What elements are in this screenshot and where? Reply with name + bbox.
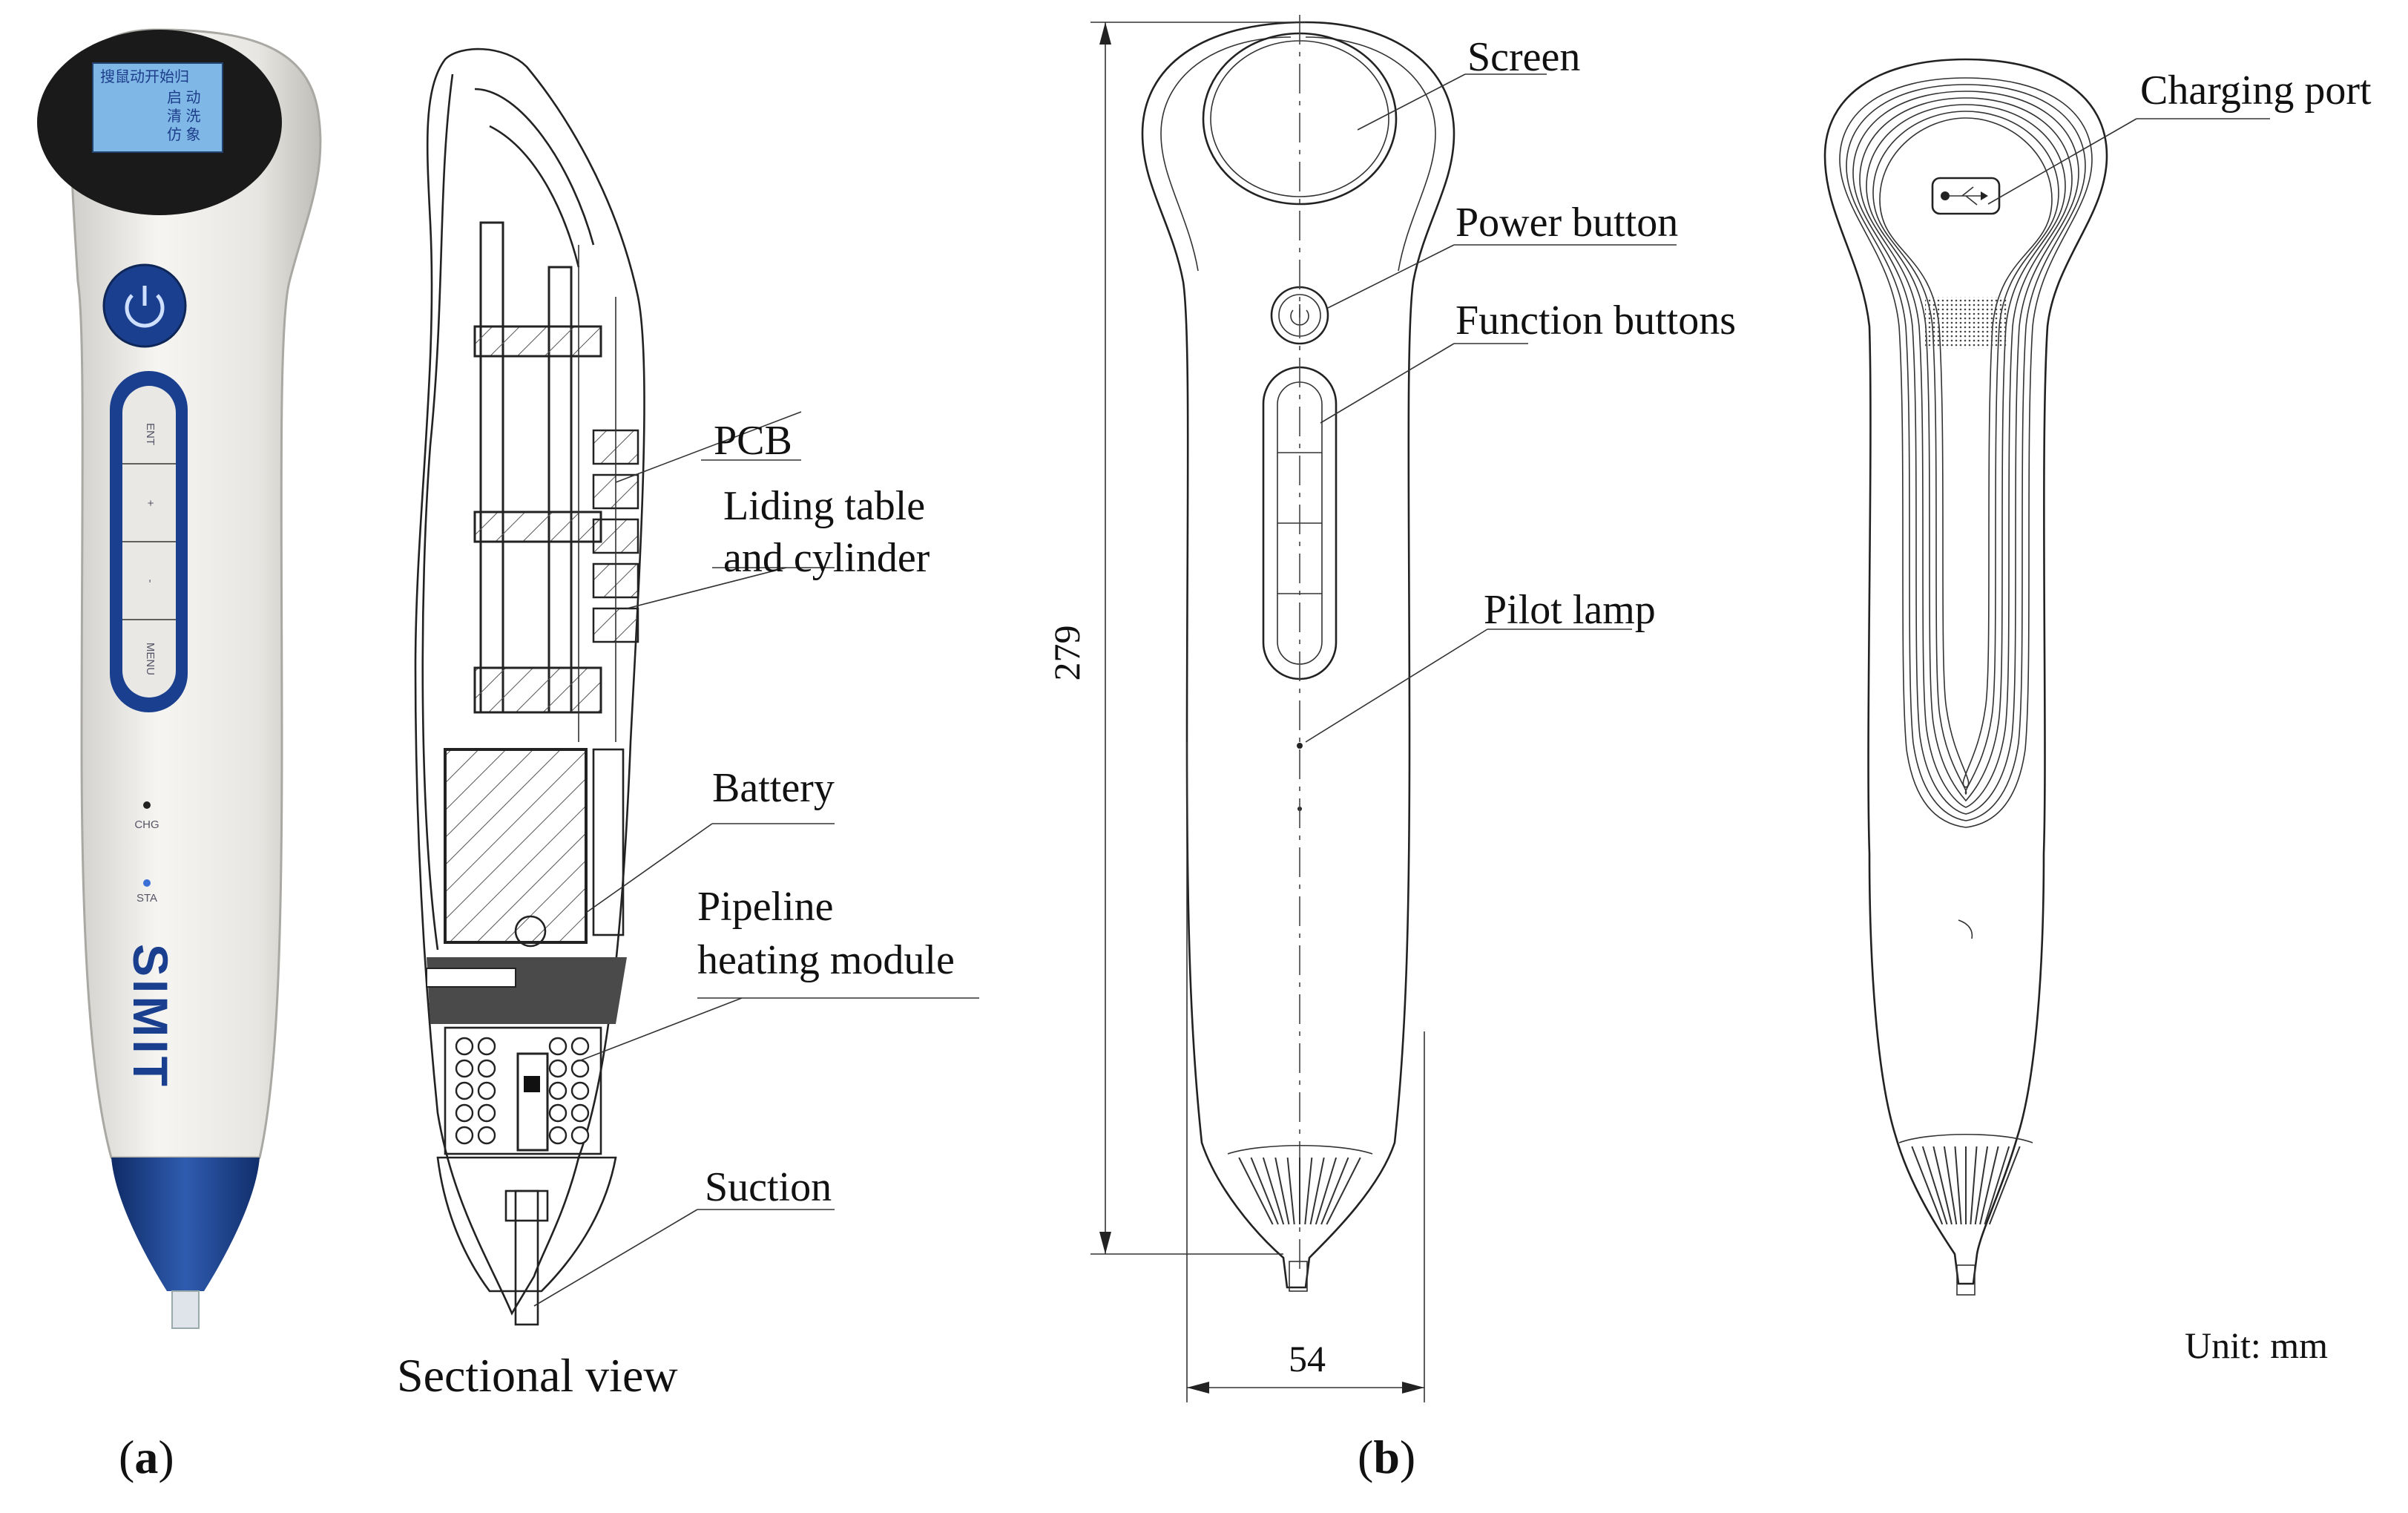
- sectional-drawing: PCB Liding table and cylinder Battery Pi…: [397, 47, 979, 1402]
- screen-line-1: 启 动: [167, 89, 201, 106]
- label-charging-port: Charging port: [2140, 68, 2372, 114]
- chg-indicator-dot: [143, 801, 151, 809]
- dimension-width: 54: [1289, 1338, 1326, 1379]
- screen-line-3: 仿 象: [167, 126, 201, 143]
- back-outline: [1823, 58, 2108, 1285]
- speaker-grille: [1925, 297, 2007, 349]
- unit-label: Unit: mm: [2185, 1325, 2328, 1366]
- label-pcb: PCB: [714, 418, 792, 464]
- device-photo: 搜鼠动开始归 启 动 清 洗 仿 象 ENT + - MENU CHG STA …: [37, 28, 322, 1329]
- tip-nozzle: [171, 1290, 200, 1329]
- label-pilot-lamp: Pilot lamp: [1484, 587, 1656, 633]
- battery-block: [444, 748, 588, 944]
- dimension-height: 279: [1046, 626, 1088, 681]
- label-function-buttons: Function buttons: [1455, 298, 1736, 344]
- photo-button-plus: +: [144, 500, 157, 507]
- photo-button-menu: MENU: [144, 643, 157, 675]
- pcb-board: [479, 221, 504, 714]
- label-liding-2: and cylinder: [723, 535, 930, 581]
- label-power-button: Power button: [1455, 200, 1678, 246]
- screen-line-2: 清 洗: [167, 108, 201, 125]
- screen-display: [92, 62, 223, 153]
- front-tip-grille: [1227, 1145, 1373, 1225]
- heating-module: [444, 1026, 602, 1155]
- label-battery: Battery: [712, 765, 835, 811]
- panel-a-label: (a): [119, 1431, 174, 1483]
- device-tip: [111, 1158, 260, 1291]
- photo-button-ent: ENT: [144, 423, 157, 445]
- photo-button-minus: -: [144, 580, 157, 583]
- panel-b-label: (b): [1358, 1431, 1415, 1483]
- suction-nozzle: [514, 1189, 539, 1326]
- label-suction: Suction: [705, 1164, 832, 1210]
- screen-line-0: 搜鼠动开始归: [100, 68, 189, 85]
- label-screen: Screen: [1467, 34, 1580, 80]
- front-outline: [1141, 21, 1455, 1289]
- sliding-table: [578, 245, 639, 742]
- front-drawing: 279 54 Screen Power button Function butt…: [1046, 15, 1736, 1402]
- chg-indicator-label: CHG: [134, 818, 159, 831]
- sta-indicator-dot: [143, 879, 151, 887]
- label-pipeline-1: Pipeline: [697, 884, 834, 930]
- front-pilot-lamp: [1297, 743, 1303, 749]
- sectional-caption: Sectional view: [397, 1349, 678, 1402]
- brand-logo: SIMIT: [123, 944, 178, 1089]
- charging-port-icon: [1931, 177, 2001, 215]
- label-liding-1: Liding table: [723, 483, 925, 529]
- back-tip-grille: [1898, 1133, 2033, 1225]
- sta-indicator-label: STA: [136, 892, 157, 905]
- back-drawing: Charging port Unit: mm: [1823, 58, 2372, 1366]
- sectional-outline: [414, 47, 645, 1316]
- label-pipeline-2: heating module: [697, 937, 955, 983]
- power-icon: [125, 286, 165, 328]
